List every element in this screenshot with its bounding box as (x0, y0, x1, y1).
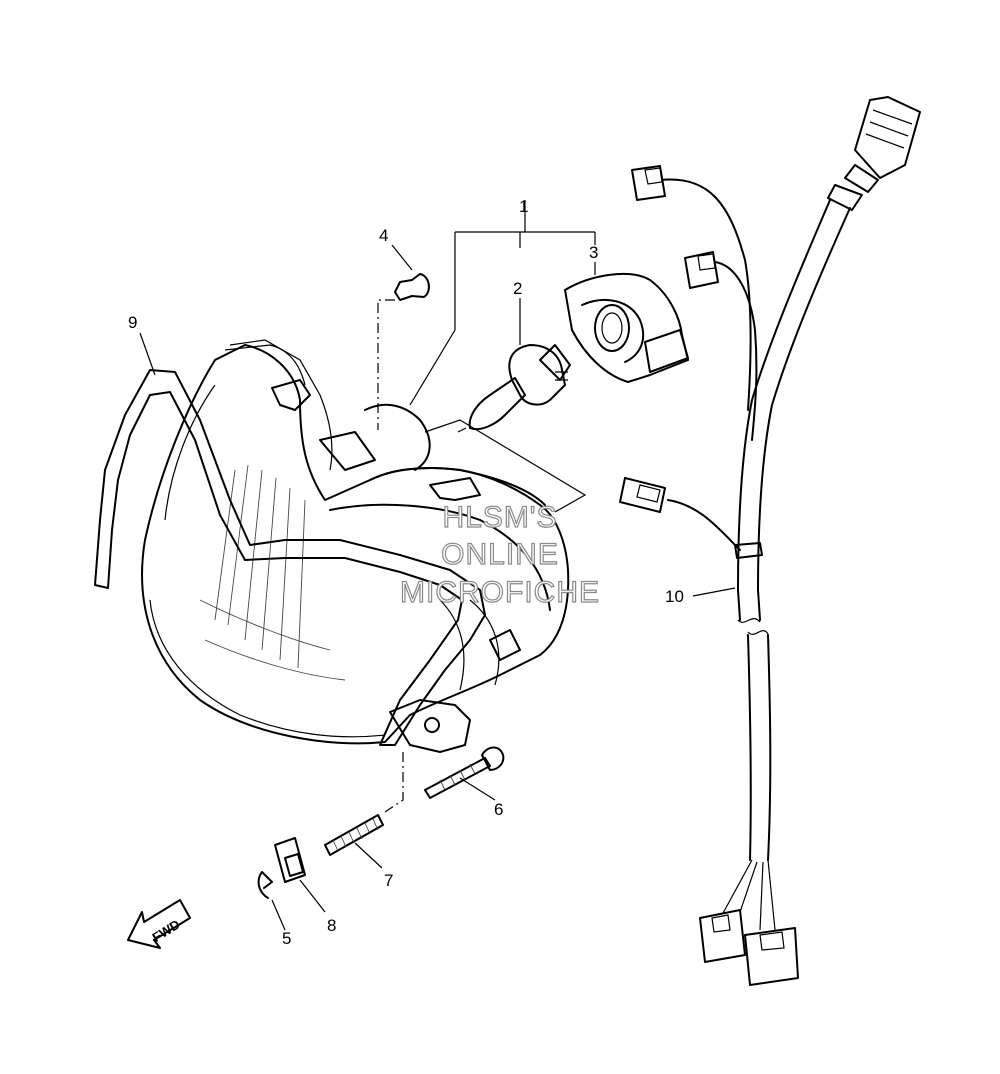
callout-6: 6 (494, 800, 503, 819)
part-9-leader (139, 332, 156, 376)
callout-5: 5 (282, 929, 291, 948)
part-10-wire-harness (619, 96, 921, 986)
part-8-nut (274, 837, 326, 913)
watermark-line-1: HLSM'S (442, 501, 557, 534)
callout-10: 10 (665, 587, 684, 606)
part-3-dust-cover (564, 262, 689, 383)
watermark-line-2: ONLINE (441, 538, 559, 571)
watermark: HLSM'S ONLINE MICROFICHE (399, 500, 600, 609)
part-5-clip (257, 871, 286, 931)
callout-3: 3 (589, 243, 598, 262)
fwd-label: FWD (150, 917, 183, 945)
callout-7: 7 (384, 871, 393, 890)
callout-8: 8 (327, 916, 336, 935)
part-2-bulb (457, 298, 571, 433)
part-1-bracket (409, 200, 596, 513)
callout-4: 4 (379, 226, 388, 245)
callout-1: 1 (519, 197, 528, 216)
watermark-line-3: MICROFICHE (400, 576, 600, 609)
part-7-spring (324, 752, 404, 869)
headlight-housing (141, 339, 570, 753)
callout-9: 9 (128, 313, 137, 332)
callout-2: 2 (513, 279, 522, 298)
part-9-trim-strip (94, 369, 486, 746)
fwd-arrow-icon: FWD (127, 899, 191, 949)
part-4-rivet (377, 244, 430, 430)
part-6-screw (424, 746, 505, 801)
